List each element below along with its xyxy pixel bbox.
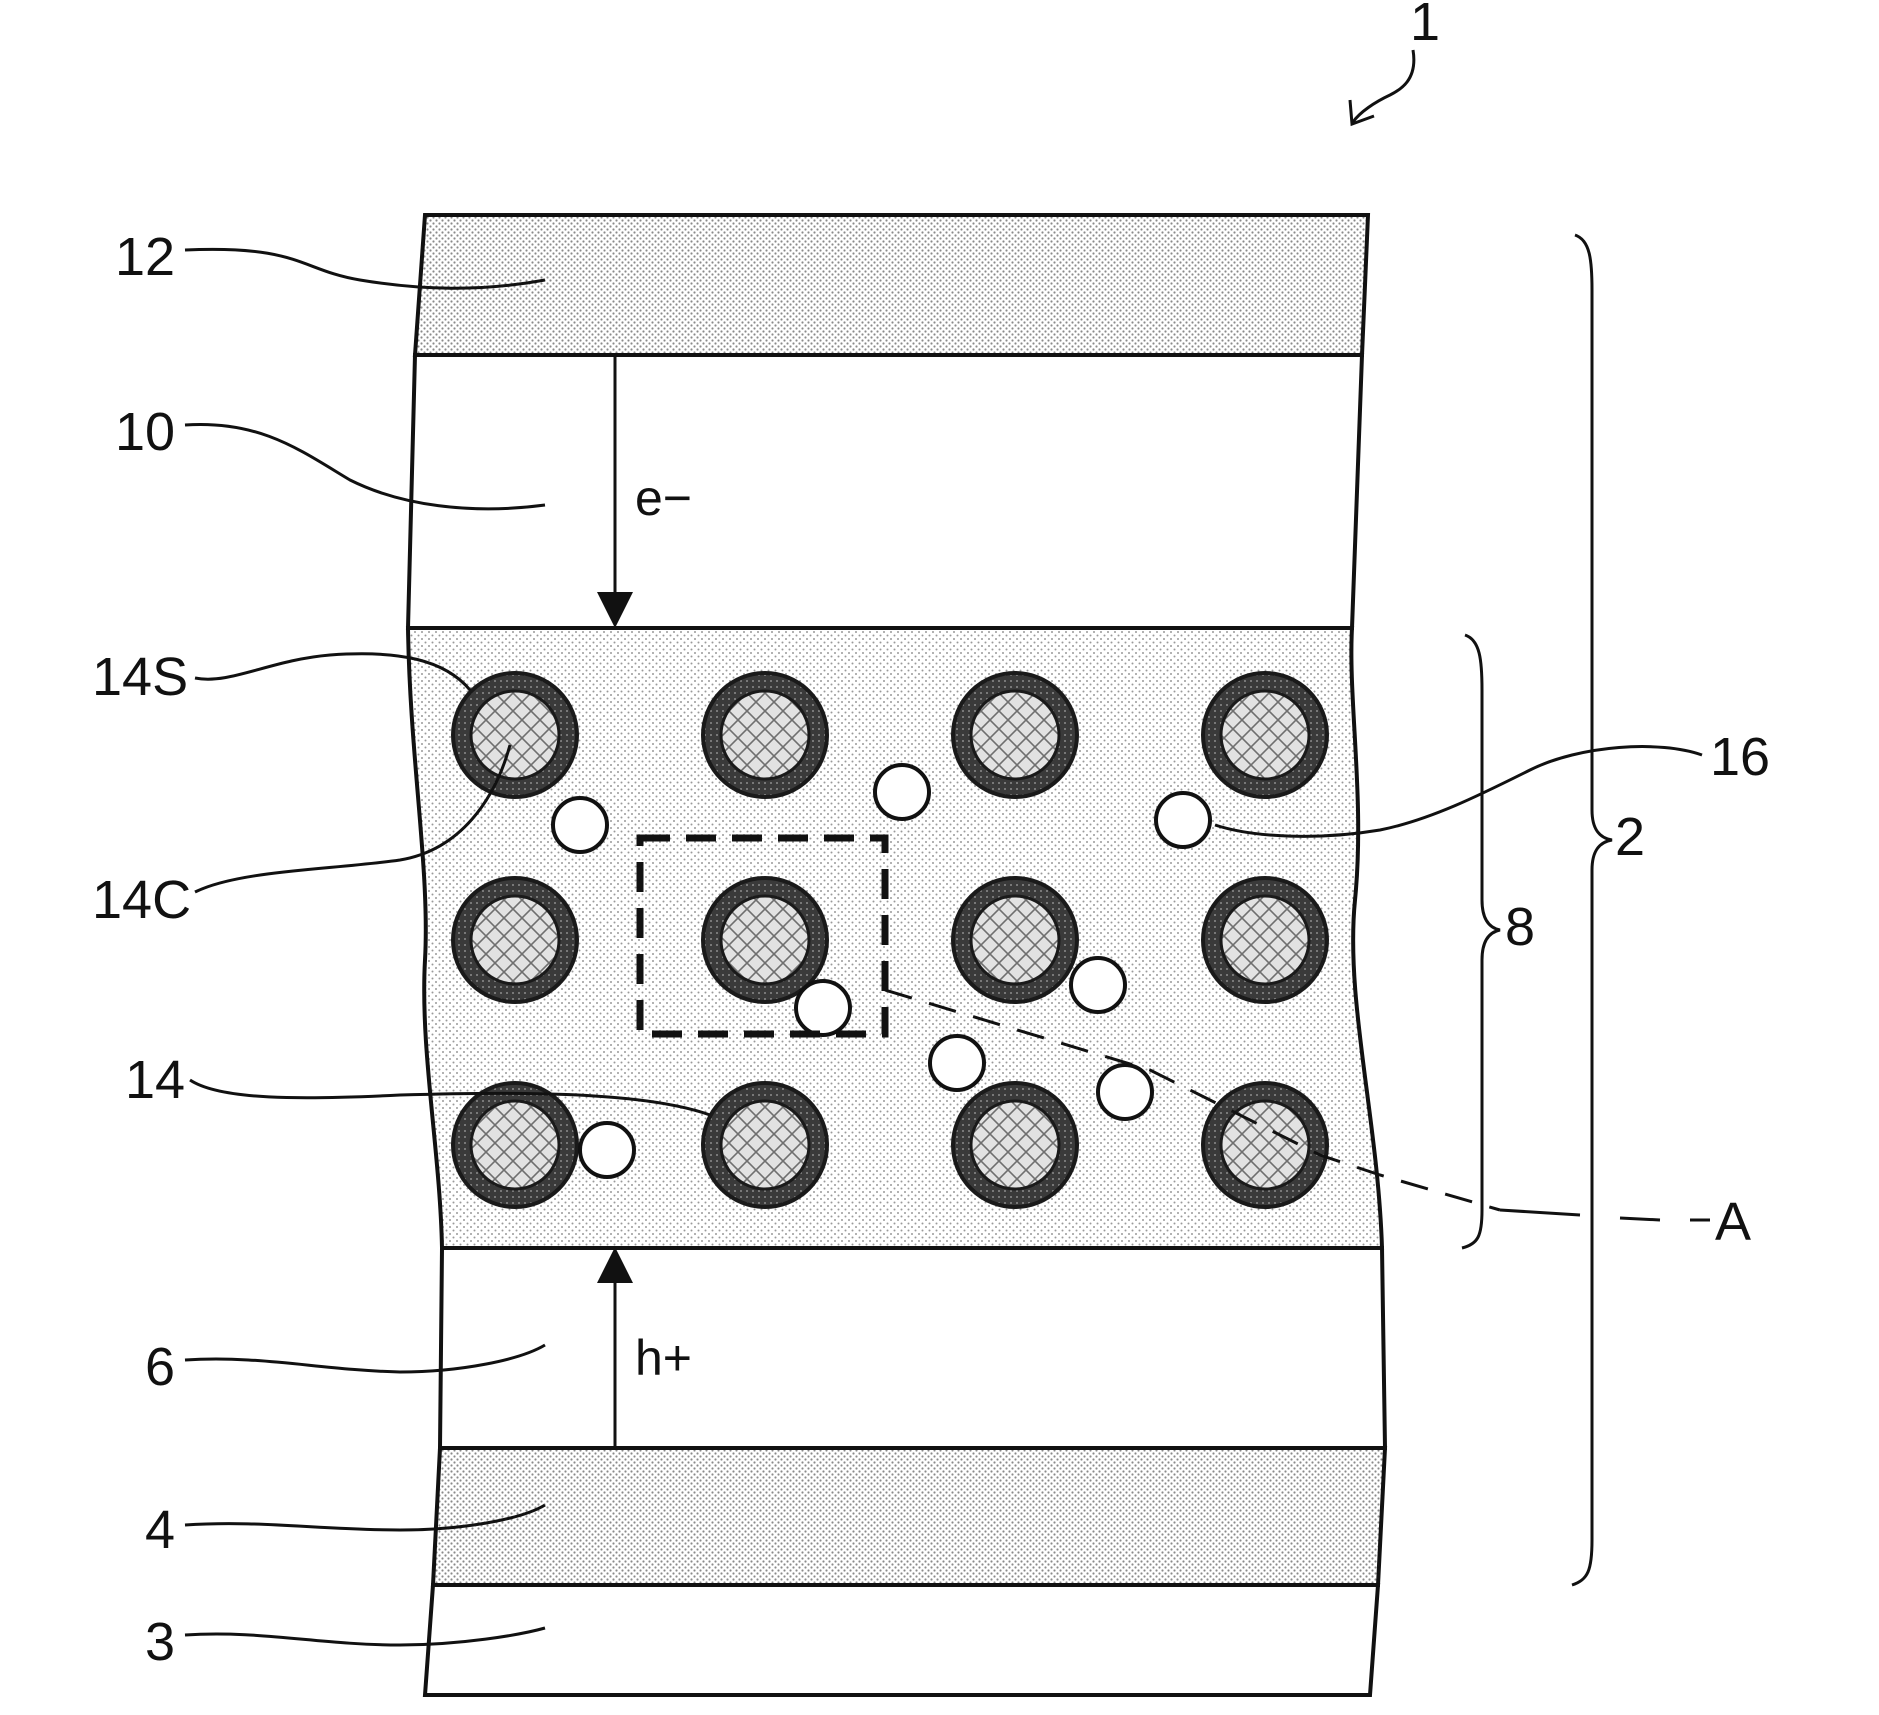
void-dot — [796, 981, 850, 1035]
layer-upper-transport — [408, 355, 1362, 628]
electron-label: e− — [635, 470, 692, 526]
core-shell-particle — [953, 878, 1077, 1002]
core-shell-particle — [703, 673, 827, 797]
figure-ref-leader — [1353, 50, 1414, 122]
stack-brace — [1572, 235, 1612, 1585]
void-dot — [1156, 793, 1210, 847]
void-dot — [580, 1123, 634, 1177]
void-dot — [875, 765, 929, 819]
label-region: A — [1715, 1192, 1751, 1252]
label-shell: 14S — [92, 647, 188, 707]
particle-core — [721, 1101, 809, 1189]
label-electrode-bottom: 4 — [145, 1500, 175, 1560]
particle-core — [971, 691, 1059, 779]
core-shell-particle — [453, 673, 577, 797]
label-core: 14C — [92, 870, 191, 930]
particle-core — [471, 691, 559, 779]
label-transport-lower: 6 — [145, 1337, 175, 1397]
void-dot — [930, 1036, 984, 1090]
particle-core — [471, 896, 559, 984]
core-shell-particle — [953, 673, 1077, 797]
label-transport-upper: 10 — [115, 402, 175, 462]
label-particle: 14 — [125, 1050, 185, 1110]
hole-label: h+ — [635, 1330, 692, 1386]
void-dot — [553, 798, 607, 852]
active-layer-brace — [1462, 635, 1500, 1248]
core-shell-particle — [1203, 1083, 1327, 1207]
layer-substrate — [425, 1585, 1378, 1695]
label-active-layer: 8 — [1505, 897, 1535, 957]
core-shell-particle — [1203, 673, 1327, 797]
particle-core — [721, 691, 809, 779]
particle-core — [971, 896, 1059, 984]
particle-core — [971, 1101, 1059, 1189]
region-a-dashed-leader — [1500, 1210, 1710, 1220]
particle-core — [471, 1101, 559, 1189]
label-stack: 2 — [1615, 807, 1645, 867]
void-dot — [1071, 958, 1125, 1012]
figure-ref-label: 1 — [1410, 0, 1440, 52]
label-substrate: 3 — [145, 1612, 175, 1672]
core-shell-particle — [453, 878, 577, 1002]
layer-top-electrode — [415, 215, 1368, 355]
core-shell-particle — [953, 1083, 1077, 1207]
particle-core — [1221, 1101, 1309, 1189]
label-void: 16 — [1710, 727, 1770, 787]
particle-core — [1221, 896, 1309, 984]
core-shell-particle — [703, 1083, 827, 1207]
core-shell-particle — [1203, 878, 1327, 1002]
core-shell-particle — [453, 1083, 577, 1207]
particle-core — [721, 896, 809, 984]
void-dot — [1098, 1065, 1152, 1119]
layer-lower-transport — [440, 1248, 1385, 1448]
particle-core — [1221, 691, 1309, 779]
layer-bottom-electrode — [433, 1448, 1385, 1585]
label-electrode-top: 12 — [115, 227, 175, 287]
